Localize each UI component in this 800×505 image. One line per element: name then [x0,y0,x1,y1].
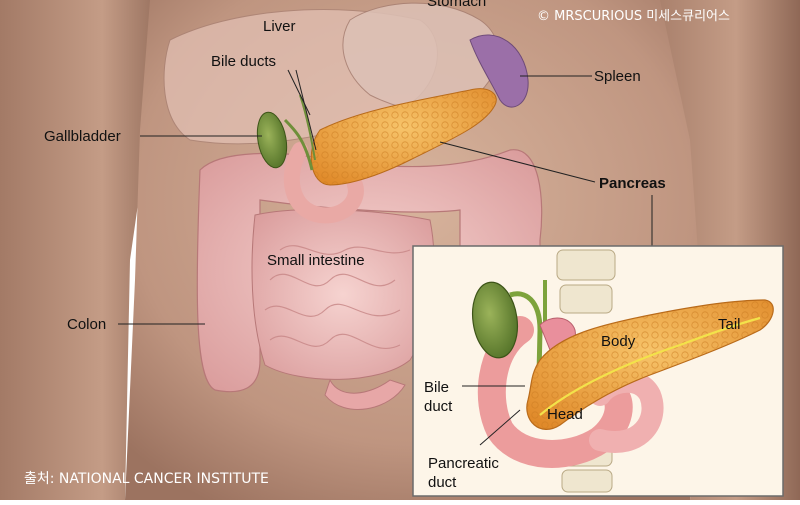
label-gallbladder: Gallbladder [44,128,121,145]
inset-leader-lines [462,385,525,446]
label-small-intestine: Small intestine [267,252,365,269]
label-pancreas: Pancreas [599,175,666,192]
watermark: © MRSCURIOUS 미세스큐리어스 [537,9,730,24]
small-intestine-shape [251,209,435,380]
inset-label-head: Head [547,406,583,423]
label-spleen: Spleen [594,68,641,85]
inset-gallbladder [471,281,519,359]
inset-label-pancreatic-duct: Pancreatic duct [428,455,499,491]
source-credit: 출처: NATIONAL CANCER INSTITUTE [24,471,269,487]
gallbladder-shape [256,111,288,169]
inset-pancreatic-duct [539,316,761,416]
label-stomach: Stomach [427,0,487,10]
duodenum [283,142,364,224]
left-arm [0,0,170,500]
inset-label-tail: Tail [718,316,741,333]
inset-common-bile-duct [509,291,543,421]
inset-duodenum [477,316,633,468]
label-bile-ducts: Bile ducts [211,53,277,70]
spleen-shape [469,34,529,108]
sigmoid-colon [324,378,406,410]
bile-duct-shape [283,118,314,171]
inset-label-bile-duct: Bile duct [424,379,453,415]
pancreas-texture [311,88,497,185]
intestine-folds [264,245,411,350]
label-colon: Colon [67,316,107,333]
bile-duct-branch [299,94,316,161]
label-liver: Liver [263,18,296,35]
inset-label-body: Body [601,333,636,350]
